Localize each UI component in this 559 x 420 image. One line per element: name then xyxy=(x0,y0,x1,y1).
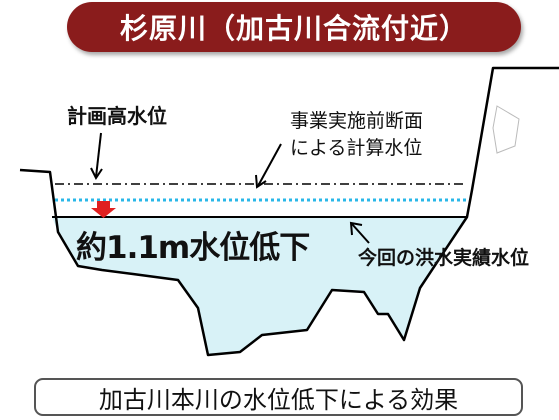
effect-caption: 加古川本川の水位低下による効果 xyxy=(34,378,523,416)
channel-outline xyxy=(19,66,559,357)
actual-level-pointer xyxy=(349,221,370,244)
level-drop-arrow-icon xyxy=(91,201,116,218)
water-area xyxy=(52,217,467,355)
planned-high-water-label: 計画高水位 xyxy=(67,104,167,128)
pre-project-level-label-line2: による計算水位 xyxy=(290,137,423,159)
title-banner: 杉原川（加古川合流付近） xyxy=(67,2,521,52)
pre-project-level-pointer xyxy=(255,143,282,189)
actual-flood-level-label: 今回の洪水実績水位 xyxy=(358,247,530,269)
pre-project-level-label-line1: 事業実施前断面 xyxy=(290,110,424,132)
level-drop-label: 約1.1m水位低下 xyxy=(76,230,310,266)
pre-project-level-label: 事業実施前断面 による計算水位 xyxy=(290,108,423,162)
planned-level-pointer xyxy=(90,132,103,180)
bank-sketch xyxy=(492,105,520,154)
